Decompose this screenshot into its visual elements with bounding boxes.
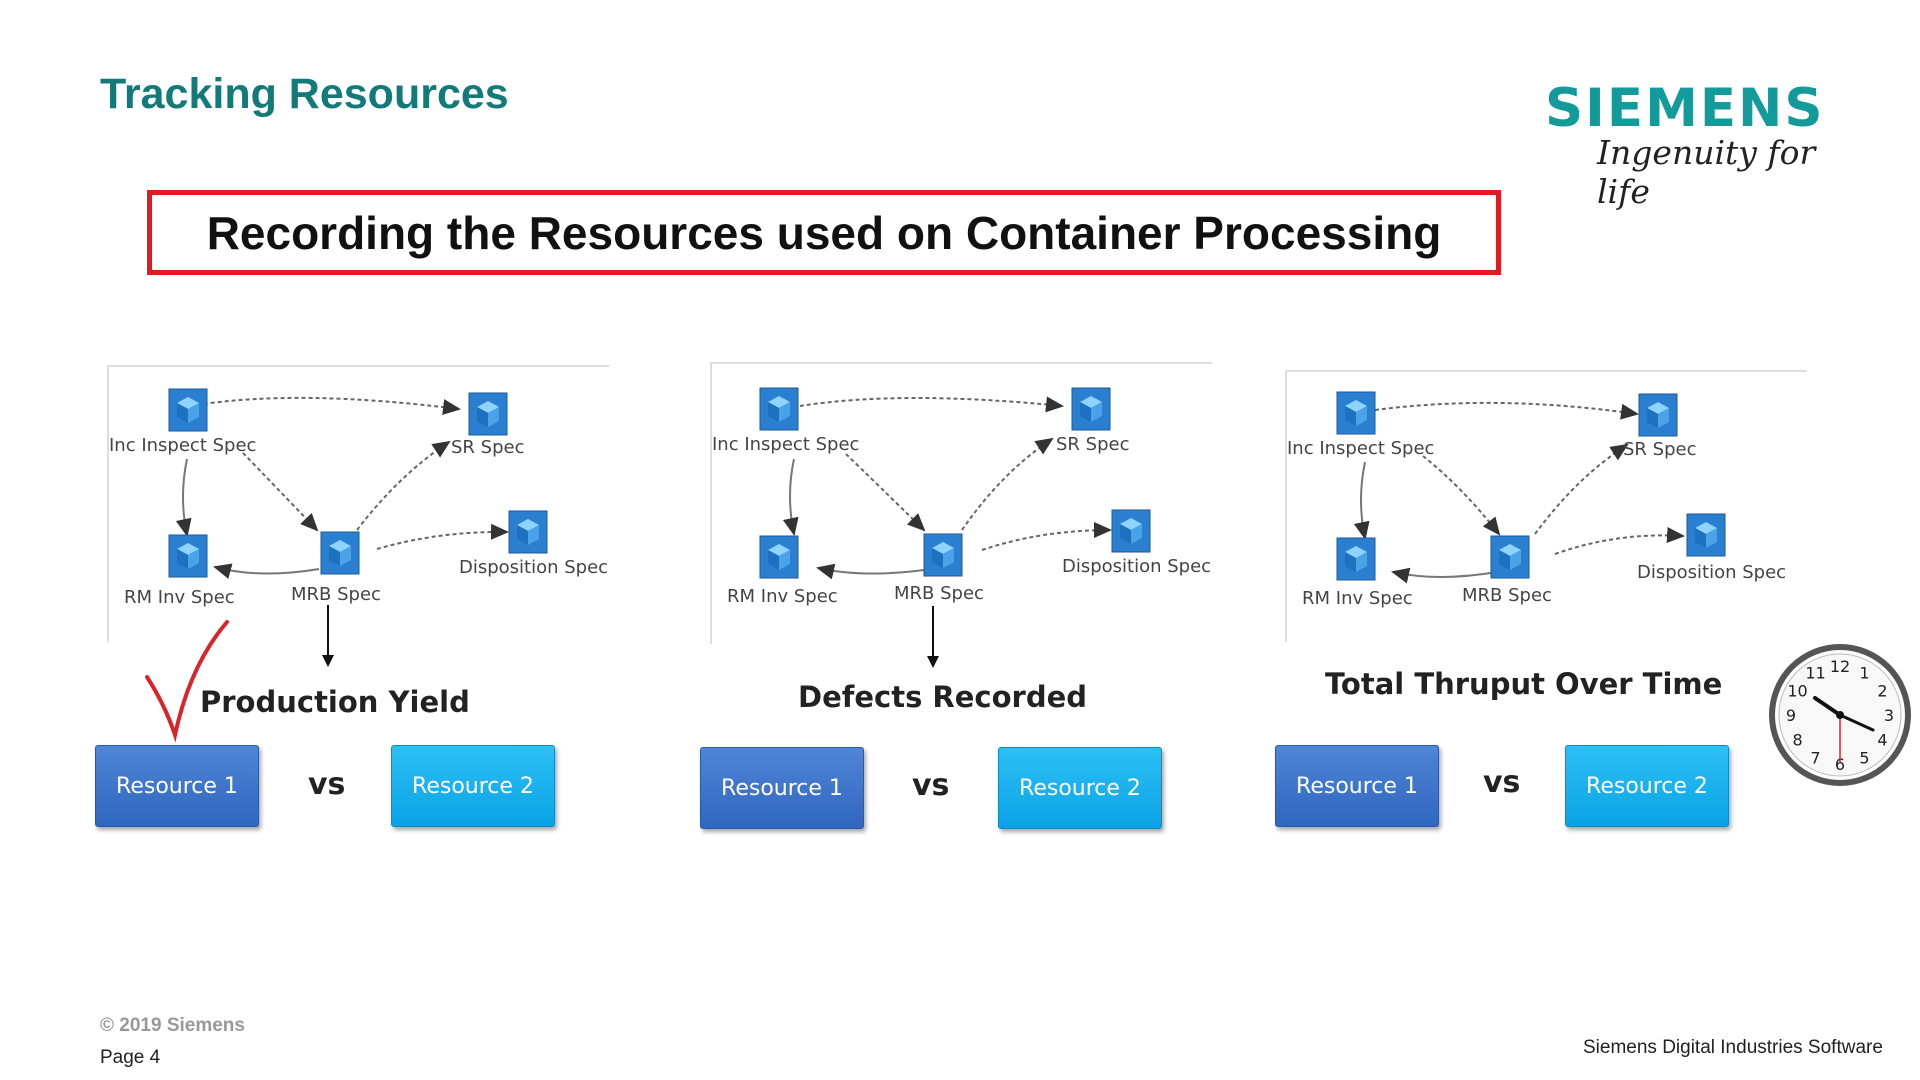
cube-icon bbox=[468, 392, 508, 436]
node-label-disposition: Disposition Spec bbox=[1062, 556, 1212, 577]
spec-diagram: Inc Inspect Spec SR Spec RM Inv Spec MRB… bbox=[710, 362, 1212, 644]
checkmark-icon bbox=[145, 620, 229, 743]
node-label-rm-inv: RM Inv Spec bbox=[727, 586, 838, 607]
metric-label: Defects Recorded bbox=[798, 680, 1088, 714]
clock-number: 7 bbox=[1810, 748, 1820, 767]
cube-icon bbox=[168, 534, 208, 578]
node-label-sr: SR Spec bbox=[1623, 439, 1697, 460]
resource-1-button[interactable]: Resource 1 bbox=[95, 745, 259, 827]
node-label-mrb: MRB Spec bbox=[291, 584, 381, 605]
clock-number: 6 bbox=[1835, 755, 1845, 774]
cube-icon bbox=[1686, 513, 1726, 557]
clock-number: 4 bbox=[1877, 731, 1887, 750]
vs-label: vs bbox=[1483, 765, 1521, 800]
metric-label: Production Yield bbox=[200, 685, 470, 719]
logo-tagline: Ingenuity for life bbox=[1597, 133, 1816, 211]
clock-number: 5 bbox=[1859, 748, 1869, 767]
vs-label: vs bbox=[308, 767, 346, 802]
page-number: Page 4 bbox=[100, 1047, 161, 1068]
slide-title: Tracking Resources bbox=[100, 70, 509, 118]
clock-number: 12 bbox=[1830, 657, 1850, 676]
resource-2-button[interactable]: Resource 2 bbox=[391, 745, 555, 827]
cube-icon bbox=[923, 533, 963, 577]
cube-icon bbox=[508, 510, 548, 554]
node-label-rm-inv: RM Inv Spec bbox=[1302, 588, 1413, 609]
cube-icon bbox=[1111, 509, 1151, 553]
node-label-inc-inspect: Inc Inspect Spec bbox=[1287, 438, 1435, 459]
node-label-disposition: Disposition Spec bbox=[459, 557, 609, 578]
cube-icon bbox=[1638, 393, 1678, 437]
slide-heading: Recording the Resources used on Containe… bbox=[206, 206, 1442, 259]
cube-icon bbox=[1071, 387, 1111, 431]
clock-number: 8 bbox=[1792, 731, 1802, 750]
clock-number: 9 bbox=[1786, 706, 1796, 725]
down-arrow-icon bbox=[927, 606, 939, 668]
cube-icon bbox=[1336, 391, 1376, 435]
resource-1-button[interactable]: Resource 1 bbox=[700, 747, 864, 829]
spec-diagram: Inc Inspect Spec SR Spec RM Inv Spec MRB… bbox=[107, 365, 609, 642]
node-label-mrb: MRB Spec bbox=[894, 583, 984, 604]
panel-defects-recorded: Inc Inspect Spec SR Spec RM Inv Spec MRB… bbox=[700, 362, 1220, 842]
node-label-inc-inspect: Inc Inspect Spec bbox=[712, 434, 860, 455]
panel-production-yield: Inc Inspect Spec SR Spec RM Inv Spec MRB… bbox=[95, 365, 615, 845]
resource-2-button[interactable]: Resource 2 bbox=[1565, 745, 1729, 827]
clock-number: 2 bbox=[1877, 682, 1887, 701]
node-label-mrb: MRB Spec bbox=[1462, 585, 1552, 606]
node-label-sr: SR Spec bbox=[451, 437, 525, 458]
node-label-inc-inspect: Inc Inspect Spec bbox=[109, 435, 257, 456]
node-label-disposition: Disposition Spec bbox=[1637, 562, 1787, 583]
panel-total-thruput: Inc Inspect Spec SR Spec RM Inv Spec MRB… bbox=[1275, 370, 1911, 850]
clock-number: 11 bbox=[1805, 664, 1825, 683]
spec-diagram: Inc Inspect Spec SR Spec RM Inv Spec MRB… bbox=[1285, 370, 1807, 642]
diagram-arrows bbox=[1336, 391, 1726, 584]
resource-2-button[interactable]: Resource 2 bbox=[998, 747, 1162, 829]
resource-1-button[interactable]: Resource 1 bbox=[1275, 745, 1439, 827]
cube-icon bbox=[759, 535, 799, 579]
copyright: © 2019 Siemens bbox=[100, 1015, 245, 1036]
down-arrow-icon bbox=[322, 605, 334, 667]
diagram-arrows bbox=[168, 388, 548, 579]
cube-icon bbox=[1336, 537, 1376, 581]
clock-number: 1 bbox=[1859, 664, 1869, 683]
cube-icon bbox=[759, 387, 799, 431]
metric-label: Total Thruput Over Time bbox=[1325, 667, 1723, 701]
node-label-sr: SR Spec bbox=[1056, 434, 1130, 455]
node-label-rm-inv: RM Inv Spec bbox=[124, 587, 235, 608]
siemens-logo: SIEMENS Ingenuity for life bbox=[1545, 78, 1845, 211]
company-name: Siemens Digital Industries Software bbox=[1583, 1037, 1883, 1058]
cube-icon bbox=[1490, 535, 1530, 579]
logo-brand: SIEMENS bbox=[1545, 78, 1825, 139]
cube-icon bbox=[320, 531, 360, 575]
heading-box: Recording the Resources used on Containe… bbox=[147, 190, 1501, 275]
cube-icon bbox=[168, 388, 208, 432]
diagram-arrows bbox=[759, 387, 1151, 580]
clock-number: 3 bbox=[1884, 706, 1894, 725]
clock-number: 10 bbox=[1787, 682, 1807, 701]
vs-label: vs bbox=[912, 768, 950, 803]
